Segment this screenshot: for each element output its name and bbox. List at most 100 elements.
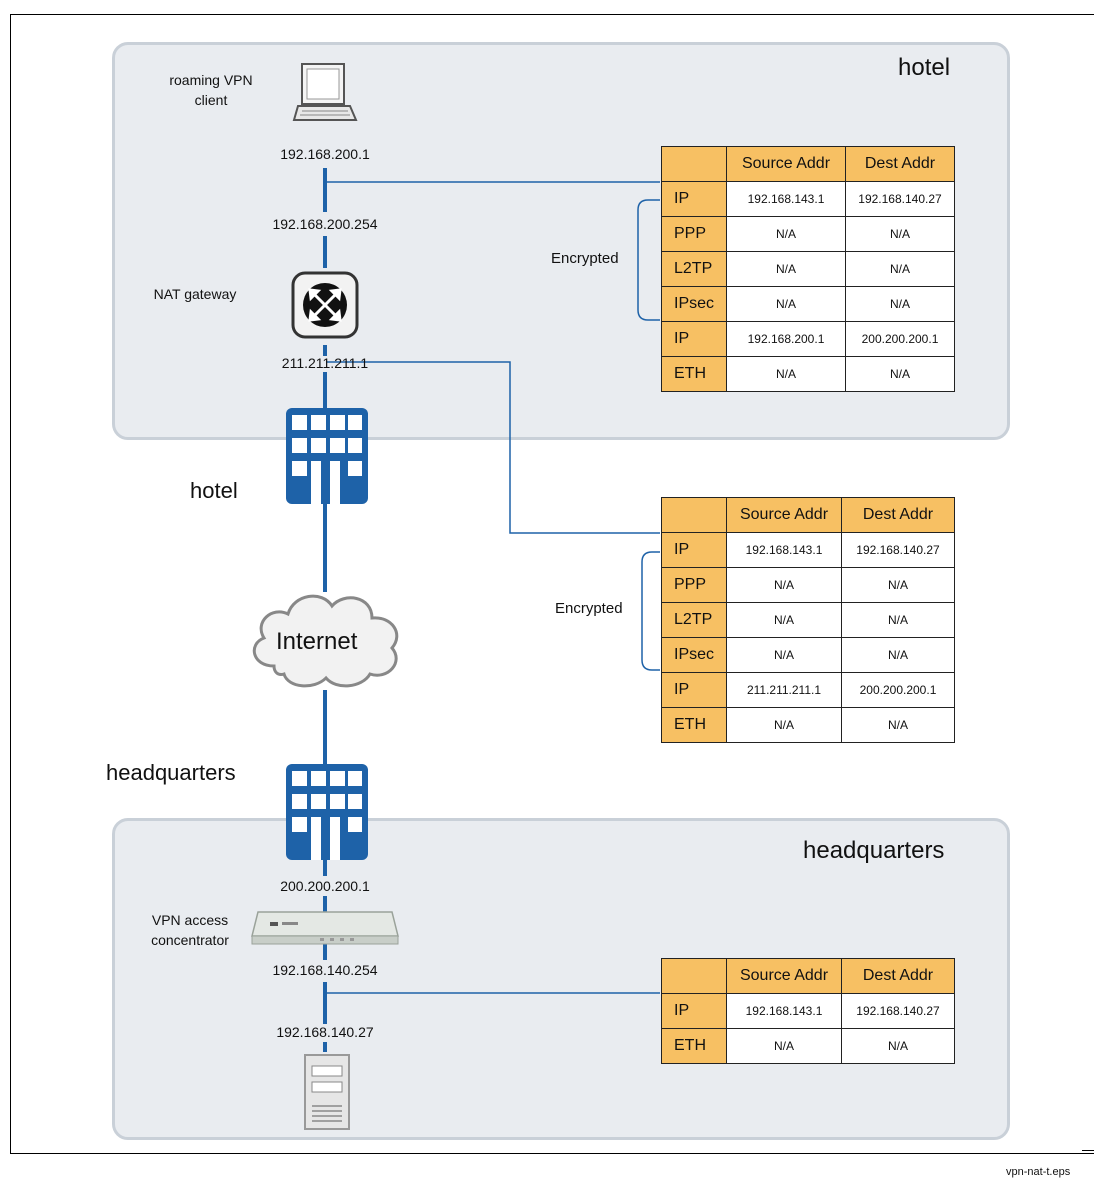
vpn-concentrator-icon bbox=[251, 911, 399, 945]
encrypted-brace-2 bbox=[641, 551, 660, 671]
server-icon bbox=[304, 1054, 350, 1130]
encrypted-label-2: Encrypted bbox=[555, 600, 623, 617]
header-dest: Dest Addr bbox=[841, 497, 955, 533]
source-cell: N/A bbox=[726, 707, 842, 743]
source-cell: N/A bbox=[726, 602, 842, 638]
proto-cell: IP bbox=[661, 532, 727, 568]
source-cell: N/A bbox=[726, 356, 846, 392]
hq-outside-ip: 200.200.200.1 bbox=[280, 878, 370, 894]
frame-tick bbox=[1082, 1150, 1094, 1151]
dest-cell: N/A bbox=[841, 602, 955, 638]
gateway-outside-ip: 211.211.211.1 bbox=[281, 355, 369, 371]
callout-table-2 bbox=[327, 361, 660, 534]
proto-cell: IP bbox=[661, 181, 727, 217]
proto-cell: IPsec bbox=[661, 637, 727, 673]
source-cell: N/A bbox=[726, 637, 842, 673]
proto-cell: L2TP bbox=[661, 602, 727, 638]
source-cell: N/A bbox=[726, 286, 846, 322]
source-cell: 192.168.143.1 bbox=[726, 993, 842, 1029]
client-label-text: roaming VPN client bbox=[169, 72, 253, 108]
source-cell: N/A bbox=[726, 251, 846, 287]
proto-cell: L2TP bbox=[661, 251, 727, 287]
header-blank bbox=[661, 497, 727, 533]
source-cell: 192.168.143.1 bbox=[726, 532, 842, 568]
header-blank bbox=[661, 146, 727, 182]
header-source: Source Addr bbox=[726, 958, 842, 994]
header-dest: Dest Addr bbox=[845, 146, 955, 182]
proto-cell: IPsec bbox=[661, 286, 727, 322]
nat-gateway-label: NAT gateway bbox=[153, 286, 237, 302]
figure-frame bbox=[10, 14, 1094, 1154]
dest-cell: N/A bbox=[841, 567, 955, 603]
dest-cell: N/A bbox=[841, 707, 955, 743]
dest-cell: 192.168.140.27 bbox=[845, 181, 955, 217]
dest-cell: 200.200.200.1 bbox=[845, 321, 955, 357]
header-dest: Dest Addr bbox=[841, 958, 955, 994]
table-header-row: Source Addr Dest Addr bbox=[661, 497, 955, 533]
cloud-icon bbox=[252, 594, 399, 688]
dest-cell: 192.168.140.27 bbox=[841, 993, 955, 1029]
table-header-row: Source Addr Dest Addr bbox=[661, 958, 955, 994]
hq-building-icon bbox=[286, 764, 368, 860]
proto-cell: ETH bbox=[661, 707, 727, 743]
router-icon bbox=[291, 271, 359, 339]
source-cell: N/A bbox=[726, 216, 846, 252]
hq-building-label: headquarters bbox=[106, 760, 236, 785]
laptop-icon bbox=[292, 63, 358, 121]
header-source: Source Addr bbox=[726, 146, 846, 182]
headquarters-zone-title: headquarters bbox=[803, 837, 945, 864]
source-cell: 192.168.200.1 bbox=[726, 321, 846, 357]
encrypted-brace-1 bbox=[637, 199, 660, 321]
dest-cell: N/A bbox=[845, 251, 955, 287]
gateway-inside-ip: 192.168.200.254 bbox=[272, 216, 378, 232]
encrypted-label-1: Encrypted bbox=[551, 250, 619, 267]
dest-cell: N/A bbox=[845, 286, 955, 322]
concentrator-label-text: VPN access concentrator bbox=[151, 912, 229, 948]
table-header-row: Source Addr Dest Addr bbox=[661, 146, 955, 182]
figure-filename: vpn-nat-t.eps bbox=[1006, 1166, 1071, 1178]
header-source: Source Addr bbox=[726, 497, 842, 533]
server-ip: 192.168.140.27 bbox=[276, 1024, 374, 1040]
dest-cell: N/A bbox=[845, 356, 955, 392]
dest-cell: N/A bbox=[841, 637, 955, 673]
hq-inside-ip: 192.168.140.254 bbox=[272, 962, 378, 978]
hotel-zone-title: hotel bbox=[898, 54, 951, 81]
dest-cell: N/A bbox=[841, 1028, 955, 1064]
client-label: roaming VPN client bbox=[146, 70, 276, 110]
hotel-building-icon bbox=[286, 408, 368, 504]
proto-cell: IP bbox=[661, 321, 727, 357]
internet-label: Internet bbox=[276, 628, 358, 655]
dest-cell: 192.168.140.27 bbox=[841, 532, 955, 568]
header-blank bbox=[661, 958, 727, 994]
dest-cell: 200.200.200.1 bbox=[841, 672, 955, 708]
source-cell: 192.168.143.1 bbox=[726, 181, 846, 217]
client-ip: 192.168.200.1 bbox=[280, 146, 370, 162]
proto-cell: PPP bbox=[661, 567, 727, 603]
source-cell: 211.211.211.1 bbox=[726, 672, 842, 708]
proto-cell: ETH bbox=[661, 1028, 727, 1064]
proto-cell: PPP bbox=[661, 216, 727, 252]
dest-cell: N/A bbox=[845, 216, 955, 252]
concentrator-label: VPN access concentrator bbox=[130, 910, 250, 950]
hotel-building-label: hotel bbox=[190, 478, 238, 503]
proto-cell: IP bbox=[661, 672, 727, 708]
source-cell: N/A bbox=[726, 1028, 842, 1064]
